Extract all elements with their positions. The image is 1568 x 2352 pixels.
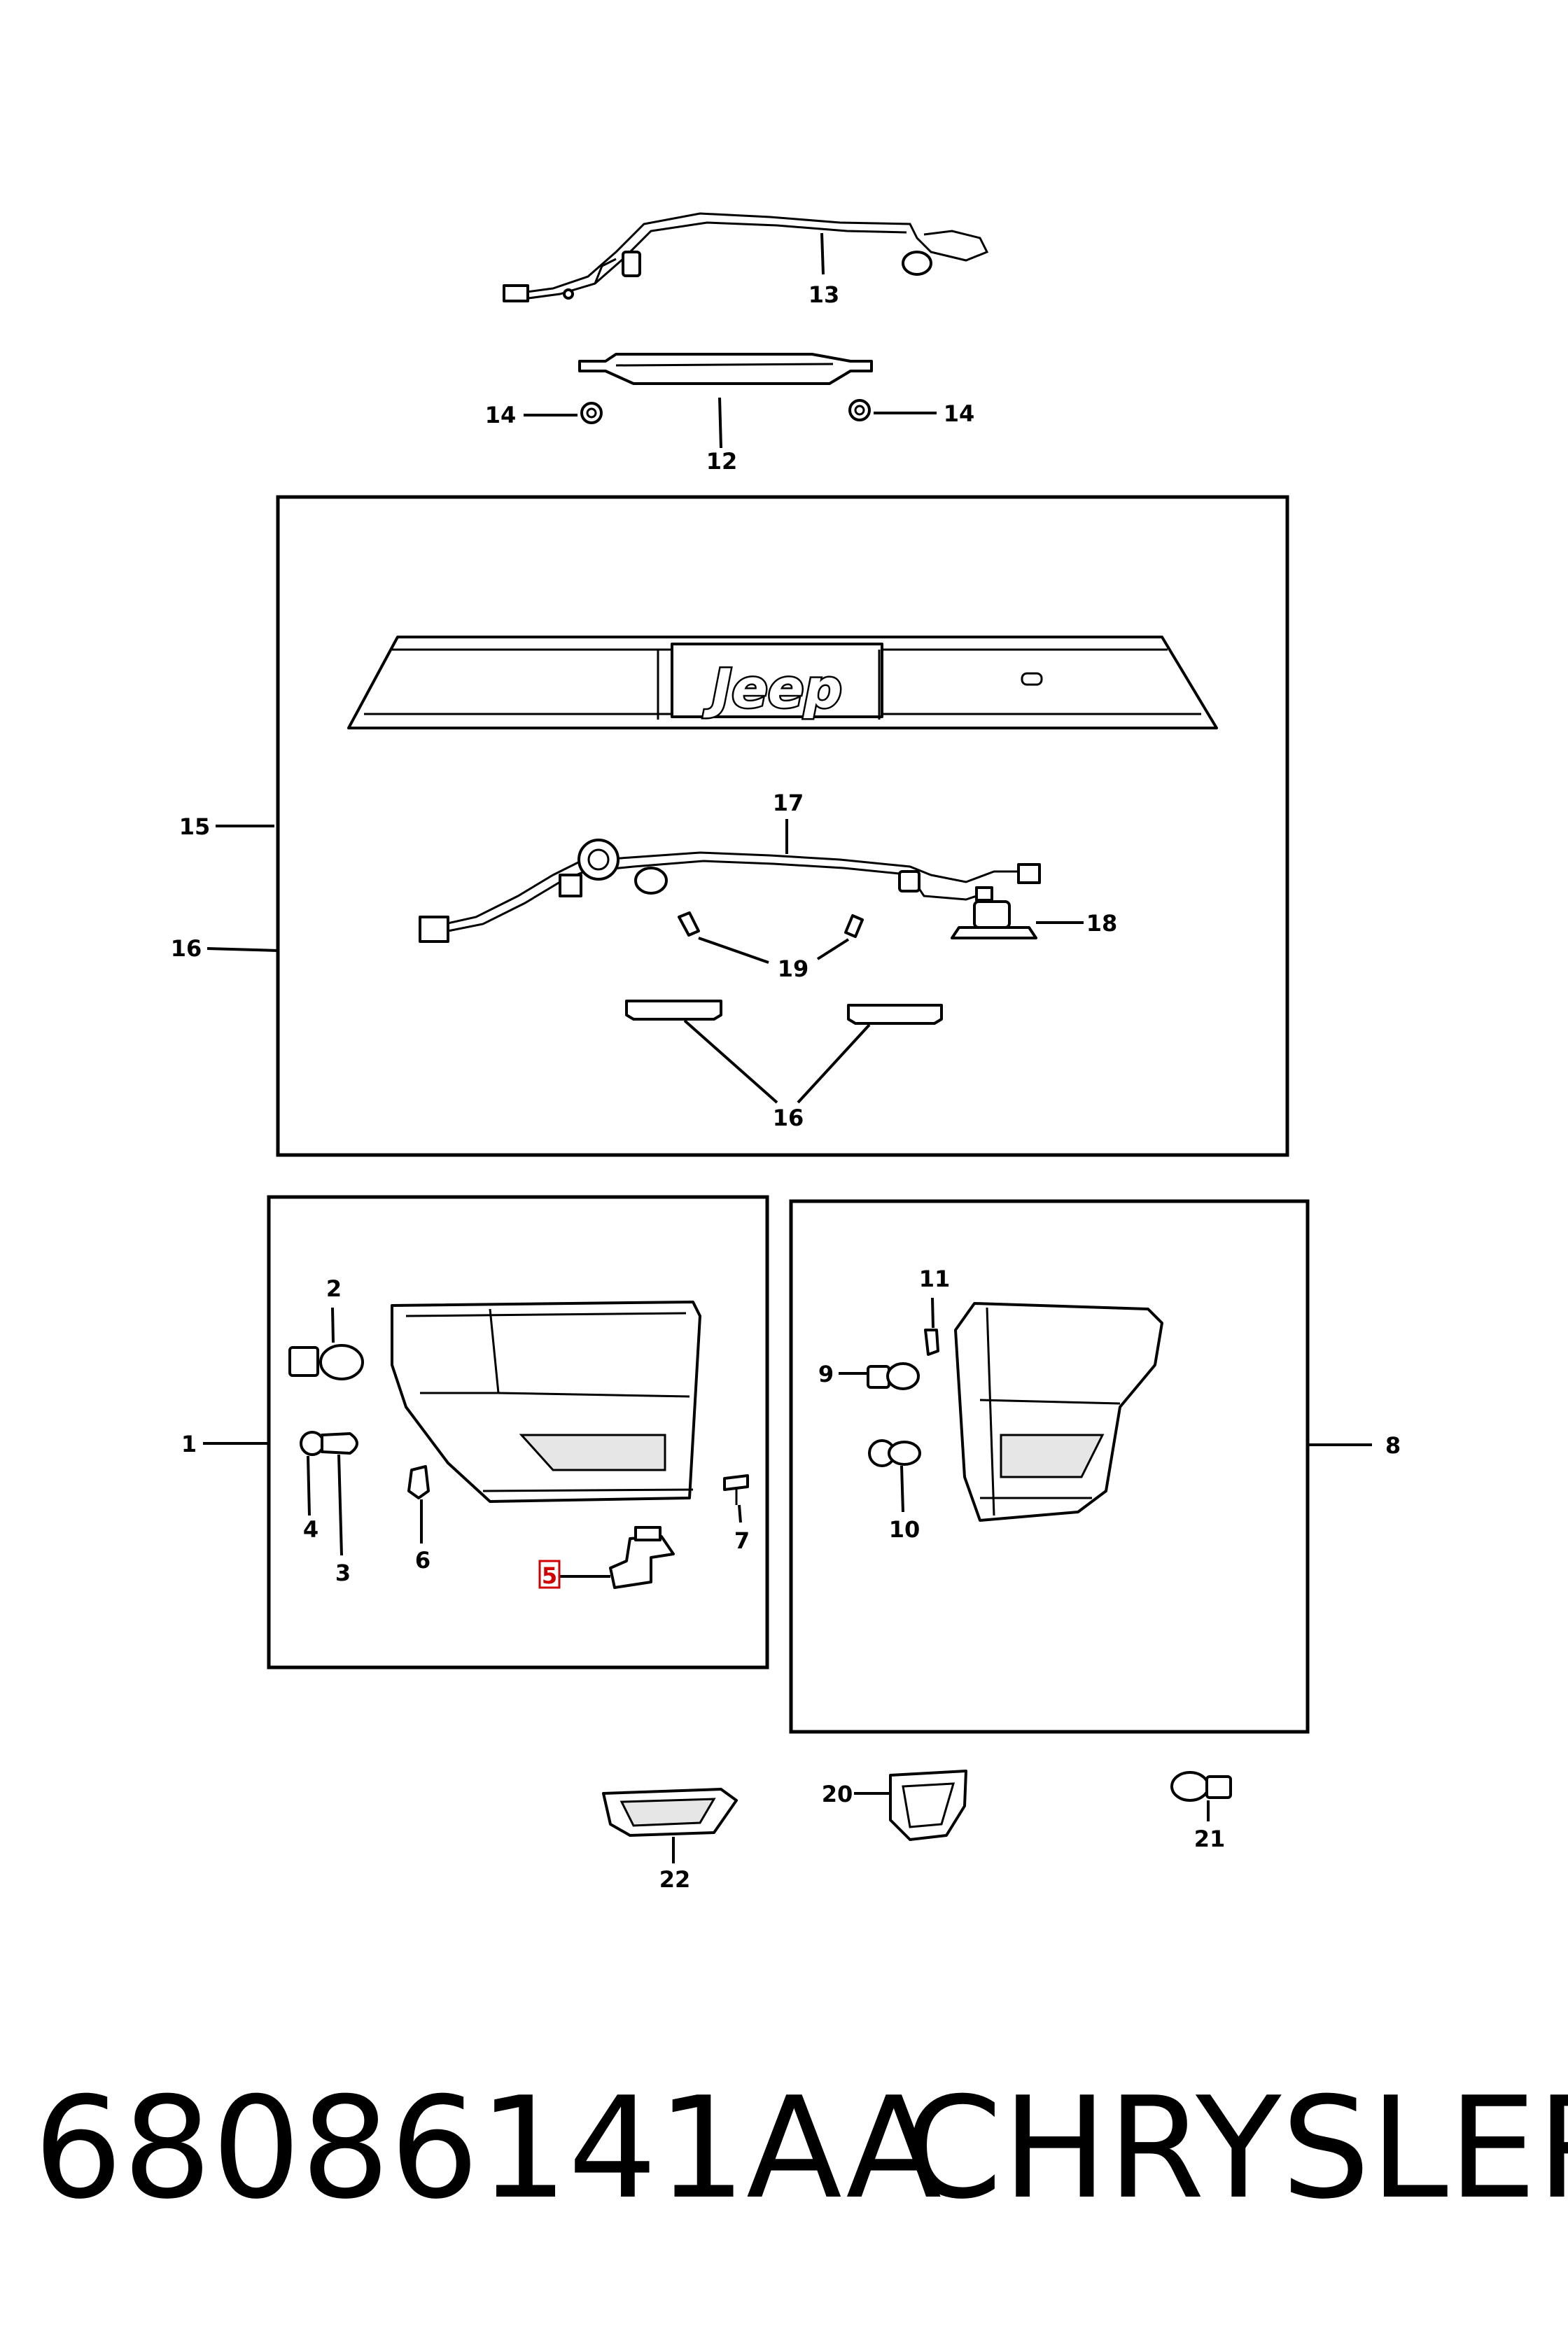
callout-6: 6 [415, 1547, 430, 1574]
reflector-bezel-23 [602, 1788, 738, 1837]
brake-lamp-12 [578, 353, 873, 385]
callout-16: 16 [171, 935, 202, 962]
license-lamp-19 [951, 900, 1037, 939]
footer: 68086141AA CHRYSLER [0, 2065, 1568, 2233]
callout-7: 7 [734, 1527, 750, 1554]
callout-5-highlight-box [538, 1560, 561, 1589]
manufacturer-name: CHRYSLER [904, 2067, 1568, 2230]
callout-17: 16 [773, 1105, 804, 1131]
wiring-harness-18 [419, 839, 1041, 943]
bulb-socket-10 [868, 1439, 921, 1467]
callout-10: 10 [889, 1516, 920, 1543]
nut-14-right [848, 399, 871, 421]
bulb-20-right [844, 914, 864, 938]
callout-5: 5 [542, 1562, 557, 1589]
callout-21: 20 [822, 1781, 853, 1807]
callout-13: 13 [808, 281, 840, 308]
nut-14-left [580, 402, 603, 424]
bulb-socket-22 [1170, 1771, 1232, 1802]
bracket-17-right [847, 1004, 943, 1025]
left-tail-lamp-box [267, 1195, 769, 1670]
callout-19: 18 [1086, 910, 1118, 937]
callout-14-left: 14 [485, 402, 517, 428]
callout-1: 1 [181, 1431, 197, 1457]
bezel-21 [889, 1770, 967, 1841]
tailgate-applique [347, 636, 1218, 729]
callout-20: 19 [778, 955, 809, 982]
bulb-socket-2 [288, 1344, 364, 1380]
jeep-emblem: Jeep [703, 657, 842, 720]
clip-11 [924, 1329, 939, 1356]
callout-22: 21 [1194, 1826, 1226, 1852]
tail-lamp-left [391, 1301, 701, 1503]
part-number: 68086141AA [34, 2067, 942, 2230]
callout-14-right: 14 [944, 400, 975, 427]
bulb-socket-9 [867, 1362, 920, 1390]
wiring-harness-13 [503, 212, 989, 302]
callout-9: 9 [818, 1361, 834, 1387]
callout-11: 11 [919, 1266, 951, 1292]
bulb-20-left [678, 911, 700, 937]
callout-3: 3 [335, 1560, 351, 1586]
applique-assembly-box [276, 495, 1289, 1157]
callout-2: 2 [326, 1275, 342, 1302]
push-pin-7 [723, 1474, 749, 1505]
bulb-socket-4 [300, 1431, 325, 1456]
bracket-5 [609, 1526, 675, 1589]
callout-12: 12 [706, 448, 738, 475]
tail-lamp-right [954, 1302, 1163, 1522]
callout-18: 17 [773, 790, 804, 816]
callout-23: 22 [659, 1866, 691, 1893]
callout-4: 4 [303, 1516, 318, 1543]
right-tail-lamp-box [789, 1199, 1310, 1734]
callout-8: 8 [1385, 1432, 1401, 1459]
clip-6 [407, 1465, 430, 1499]
callout-15: 15 [179, 813, 211, 840]
bulb-3 [321, 1432, 358, 1455]
bracket-17-left [625, 1000, 722, 1021]
